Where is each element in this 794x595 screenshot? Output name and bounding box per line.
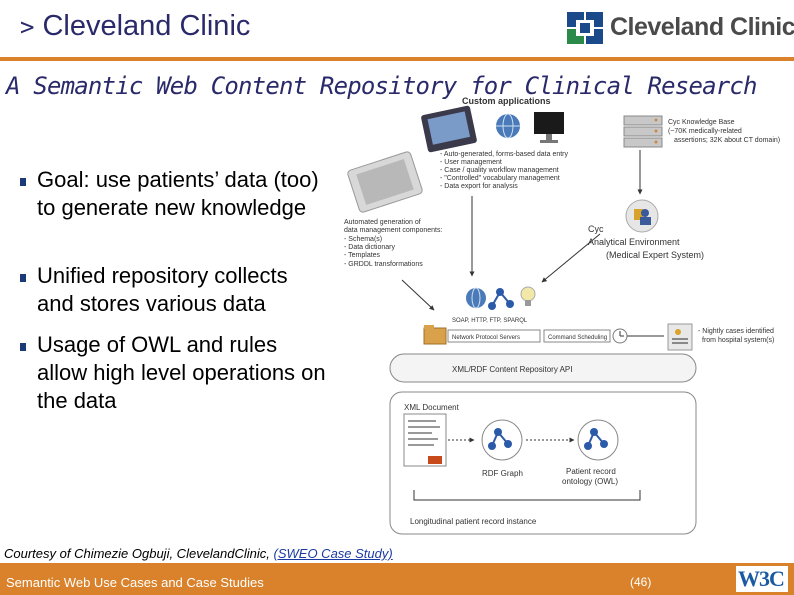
command-scheduling-label: Command Scheduling xyxy=(548,335,607,341)
network-icon xyxy=(488,288,514,310)
w3c-logo: W3C xyxy=(738,566,785,591)
header-title-text: Cleveland Clinic xyxy=(42,10,251,42)
monitor-icon xyxy=(534,112,564,143)
bullet-text: Unified repository collects and stores v… xyxy=(37,263,288,316)
clock-icon xyxy=(612,328,628,344)
toolbox-icon xyxy=(347,151,423,213)
svg-text:- "Controlled" vocabulary mana: - "Controlled" vocabulary management xyxy=(440,175,560,182)
bullet-text: Goal: use patients’ data (too) to genera… xyxy=(37,167,319,220)
api-box xyxy=(389,353,697,383)
cyc-kb-detail: assertions; 32K about CT domain) xyxy=(674,137,780,144)
automated-list-item: - GRDDL transformations xyxy=(344,261,423,268)
credit-text: Clinic, xyxy=(234,546,274,561)
repository-box xyxy=(389,391,697,535)
automated-list-item: - Schema(s) xyxy=(344,236,382,243)
automated-title: Automated generation of xyxy=(344,219,421,226)
xml-document-label: XML Document xyxy=(404,403,460,412)
hospital-system-icon xyxy=(667,323,693,351)
tablet-icon xyxy=(421,105,477,153)
w3c-logo-background xyxy=(736,566,788,592)
bullet-marker-icon xyxy=(20,274,26,282)
command-scheduling-box xyxy=(543,329,611,343)
globe-icon xyxy=(466,287,486,309)
arrow xyxy=(401,279,435,311)
automated-list-item: - Data dictionary xyxy=(344,244,395,251)
svg-text:- Case / quality workflow mana: - Case / quality workflow management xyxy=(440,167,559,174)
architecture-diagram: Custom applications - Auto-generated, fo… xyxy=(344,96,780,535)
nightly-cases-label: from hospital system(s) xyxy=(702,337,774,344)
longitudinal-label: Longitudinal patient record instance xyxy=(410,517,537,526)
protocols-label: SOAP, HTTP, FTP, SPARQL xyxy=(452,318,528,324)
arrow xyxy=(541,233,601,283)
bullet-text: Usage of OWL and rules allow high level … xyxy=(37,332,326,413)
server-stack-icon xyxy=(623,115,663,148)
bullet-marker-icon xyxy=(20,343,26,351)
bullet-marker-icon xyxy=(20,178,26,186)
bullet-item: Unified repository collects and stores v… xyxy=(20,262,330,318)
bullet-item: Usage of OWL and rules allow high level … xyxy=(20,331,330,415)
patient-ontology-label: Patient record xyxy=(566,467,616,476)
bracket xyxy=(413,490,641,501)
folder-icon xyxy=(423,325,447,345)
svg-text:- Data export for analysis: - Data export for analysis xyxy=(440,183,518,190)
logo-text: Cleveland Clinic xyxy=(610,13,794,41)
footer-title: Semantic Web Use Cases and Case Studies xyxy=(6,575,264,590)
globe-icon xyxy=(496,113,520,139)
svg-text:- User management: - User management xyxy=(440,159,502,166)
cyc-kb-label: Cyc Knowledge Base xyxy=(668,119,735,126)
nightly-cases-label: - Nightly cases identified xyxy=(698,328,774,335)
bullet-item: Goal: use patients’ data (too) to genera… xyxy=(20,166,330,222)
slide-subtitle: A Semantic Web Content Repository for Cl… xyxy=(6,72,758,100)
cyc-kb-detail: (~70K medically-related xyxy=(668,128,742,135)
rdf-graph-icon xyxy=(481,419,523,461)
automated-title: data management components: xyxy=(344,227,443,234)
cleveland-clinic-logo-mark xyxy=(567,12,603,44)
rdf-graph-label: RDF Graph xyxy=(482,469,523,478)
header-title: >Cleveland Clinic xyxy=(20,10,250,43)
ontology-icon xyxy=(577,419,619,461)
chevron-right-icon: > xyxy=(20,13,35,41)
credit-text: Courtesy of Chimezie Ogbuji, Cleveland xyxy=(4,546,235,561)
network-servers-box xyxy=(447,329,541,343)
footer-credit: Courtesy of Chimezie Ogbuji, ClevelandCl… xyxy=(4,546,393,561)
custom-apps-list: - Auto-generated, forms-based data entry… xyxy=(440,151,569,190)
automated-list-item: - Templates xyxy=(344,252,381,259)
lightbulb-icon xyxy=(520,286,536,306)
custom-apps-label: Custom applications xyxy=(462,96,551,106)
network-servers-label: Network Protocol Servers xyxy=(452,335,520,341)
cyc-env-label: (Medical Expert System) xyxy=(606,250,704,260)
document-icon xyxy=(403,413,447,467)
svg-text:- Auto-generated, forms-based: - Auto-generated, forms-based data entry xyxy=(440,151,569,158)
api-label: XML/RDF Content Repository API xyxy=(452,365,573,374)
cyc-env-label: Analytical Environment xyxy=(588,237,680,247)
header-rule xyxy=(0,57,794,61)
cyc-env-label: Cyc xyxy=(588,224,604,234)
expert-system-icon xyxy=(625,199,659,233)
page-number: (46) xyxy=(630,575,652,589)
sweo-case-study-link[interactable]: (SWEO Case Study) xyxy=(273,546,393,561)
cleveland-clinic-logo xyxy=(567,12,603,44)
patient-ontology-label: ontology (OWL) xyxy=(562,477,618,486)
footer-bar xyxy=(0,563,794,595)
